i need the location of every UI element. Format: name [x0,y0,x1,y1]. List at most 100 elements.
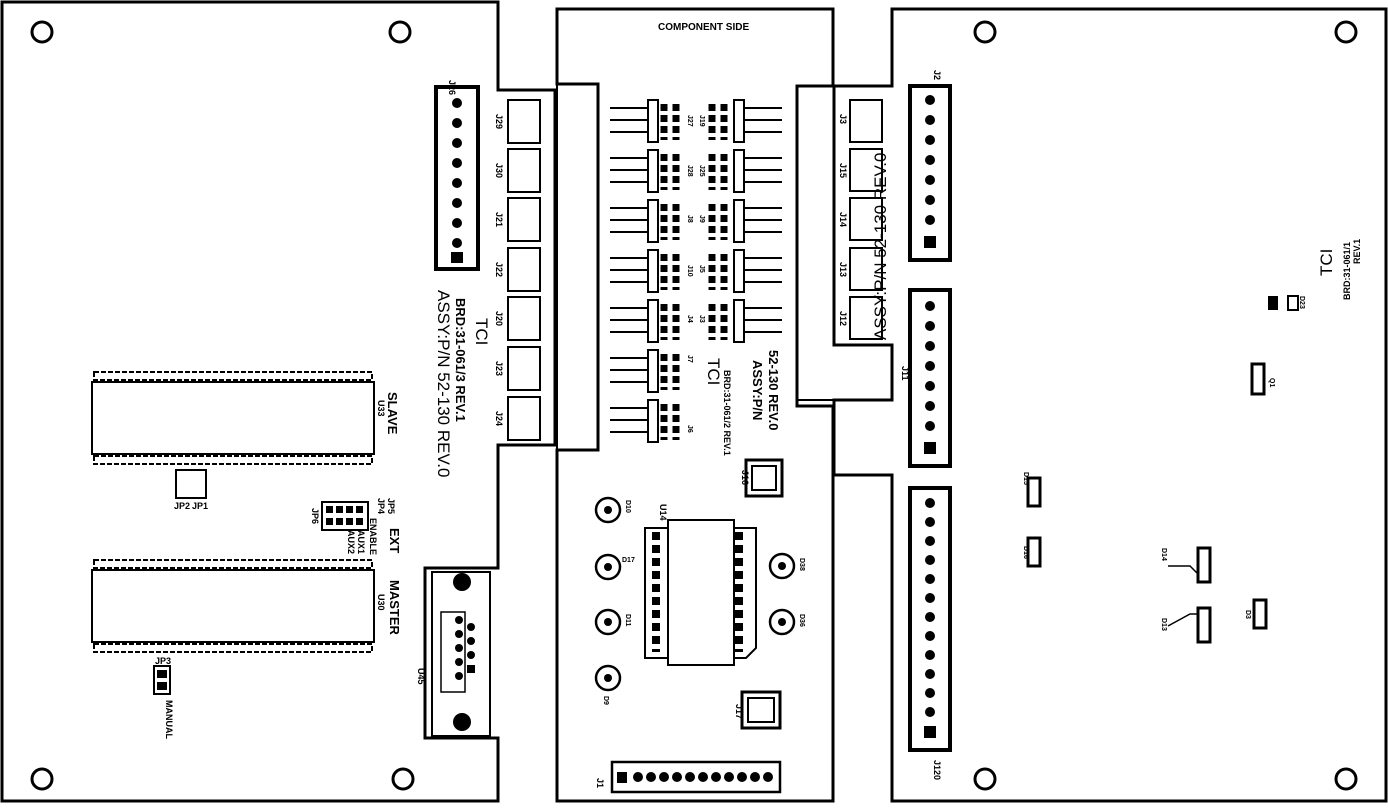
header-label-j14: J14 [838,212,848,227]
chip-u30-pins-bottom [93,643,373,653]
part-label-d15: D15 [1022,472,1029,485]
part-label-d23: D23 [1298,296,1305,309]
jumper-block-pins [326,506,363,525]
right-tci-label: TCI [1317,249,1336,276]
center-left-headers [610,99,680,443]
header-label-j8: J8 [686,215,693,223]
u33-label: U33 [376,400,386,417]
header-label-j21: J21 [494,212,504,227]
connector-j2-pins [924,95,936,248]
led-label-d10: D10 [624,500,631,513]
component-side-title: COMPONENT SIDE [658,22,749,33]
center-led-labels: D10 D17 D11 D9 D38 D36 [602,500,805,705]
header-label-j3: J3 [698,315,705,323]
connector-j11-pins [924,301,936,454]
mounting-hole [1334,767,1358,791]
center-tci-label: TCI [704,358,723,385]
header-label-j5: J5 [698,265,705,273]
right-small-parts [1026,295,1299,644]
mounting-hole [1334,20,1358,44]
center-assy-label: ASSY:P/N [750,360,765,420]
led-label-d36: D36 [798,614,805,627]
right-part-labels: D15 D16 D14 D13 D3 D23 Q1 [1022,296,1305,631]
led-label-d11: D11 [624,614,631,627]
chip-u33 [91,381,375,455]
right-header-labels: J3 J15 J14 J13 J12 [838,114,848,326]
switch-j16 [744,458,784,498]
center-rev-label: 52-130 REV.0 [766,350,781,430]
right-assy-label: ASSY:P/N 52-130 REV.0 [871,153,890,340]
manual-label: MANUAL [164,700,174,739]
header-label-j15: J15 [838,163,848,178]
j26-label: J26 [447,80,457,95]
header-label-j29: J29 [494,114,504,129]
aux1-label: AUX1 [356,530,366,554]
left-headers [507,99,541,441]
j120-label: J120 [932,760,942,780]
connector-j11 [908,288,952,468]
center-right-headers [708,99,782,343]
right-headers [849,99,883,340]
j1-label: J1 [595,778,605,788]
header-label-j7: J7 [686,355,693,363]
chip-u33-pins-bottom [93,455,373,465]
header-label-j24: J24 [494,411,504,426]
jp6-label: JP6 [310,508,320,524]
mounting-hole [973,767,997,791]
connector-j26-pins [451,98,463,263]
j11-label: J11 [900,366,910,381]
enable-label: ENABLE [368,518,378,555]
header-label-j19: J19 [698,115,705,127]
jp5-label: JP5 [386,498,396,514]
jumper-jp2-jp1 [175,469,207,499]
header-label-j6: J6 [686,425,693,433]
aux2-label: AUX2 [346,530,356,554]
header-label-j13: J13 [838,262,848,277]
mounting-hole [30,767,54,791]
switch-j17 [740,690,782,730]
master-label: MASTER [387,580,402,636]
part-label-d13: D13 [1160,618,1167,631]
left-assy-label: ASSY:P/N 52-130 REV.0 [434,290,453,477]
right-brd-label: BRD:31-061/1 [1342,242,1352,300]
chip-u30-pins-top [93,559,373,569]
left-brd-label: BRD:31-061/3 REV.1 [453,298,468,422]
center-board: COMPONENT SIDE J27 J28 J8 J10 J4 J7 J6 [498,7,835,803]
left-header-labels: J29 J30 J21 J22 J20 J23 J24 [494,114,504,426]
jp2-label: JP2 [174,501,190,511]
jumper-block [321,501,369,531]
db9-connector-u45 [431,571,491,737]
header-label-j28: J28 [686,165,693,177]
j17-label: J17 [734,704,744,719]
u45-label: U45 [416,668,426,685]
chip-u33-pins-top [93,371,373,381]
center-leds [594,496,796,692]
part-label-d14: D14 [1160,548,1167,561]
connector-j120 [908,486,952,752]
header-label-j3-right: J3 [838,114,848,124]
jp3-label: JP3 [155,656,171,666]
jp1-label: JP1 [192,501,208,511]
u30-label: U30 [376,594,386,611]
part-label-d16: D16 [1022,546,1029,559]
header-label-j4: J4 [686,315,693,323]
chip-u30 [91,569,375,643]
led-label-d38: D38 [798,558,805,571]
connector-j26 [434,85,480,271]
header-label-j9: J9 [698,215,705,223]
header-label-j27: J27 [686,115,693,127]
header-label-j10: J10 [686,265,693,277]
connector-j1 [610,760,782,794]
center-left-header-labels: J27 J28 J8 J10 J4 J7 J6 [686,115,693,433]
ext-label: EXT [387,528,402,553]
center-right-header-labels: J19 J25 J9 J5 J3 [698,115,705,323]
header-label-j22: J22 [494,262,504,277]
connector-j120-pins [924,498,936,738]
mounting-hole [388,20,412,44]
jumper-jp3 [153,665,171,695]
left-board: J26 J29 J30 J21 J22 J20 J23 J24 TCI BRD:… [0,0,557,803]
j16-label: J16 [740,470,750,485]
